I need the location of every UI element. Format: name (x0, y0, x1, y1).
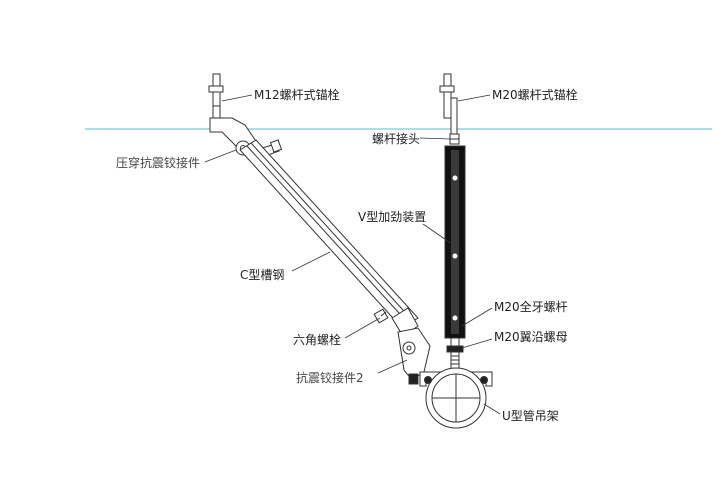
label-m20-flange-nut: M20翼沿螺母 (494, 330, 568, 344)
u-pipe-hanger (419, 367, 493, 429)
hinge-2-leader (377, 359, 408, 374)
label-m12-anchor: M12螺杆式锚栓 (254, 87, 340, 102)
label-hinge-2: 抗震铰接件2 (296, 370, 364, 385)
hex-bolt (373, 308, 389, 324)
m20-threaded-rod (446, 337, 464, 371)
m12-leader (221, 94, 253, 102)
m20-anchor-bolt (439, 73, 458, 135)
v-stiffener (444, 145, 466, 339)
label-hinge-1: 压穿抗震铰接件 (116, 155, 200, 170)
m20-anchor-leader (457, 94, 491, 102)
hex-bolt-leader (344, 317, 381, 339)
label-m20-anchor: M20螺杆式锚栓 (492, 87, 578, 102)
m20-nut-leader (461, 338, 493, 349)
u-hanger-leader (483, 403, 501, 415)
label-u-hanger: U型管吊架 (502, 408, 559, 423)
label-v-stiffener: V型加劲装置 (358, 210, 426, 224)
label-rod-connector: 螺杆接头 (372, 131, 420, 146)
c-channel-leader (291, 251, 331, 272)
label-hex-bolt: 六角螺栓 (293, 332, 341, 347)
c-channel-brace (239, 139, 419, 337)
m20-rod-leader (461, 307, 493, 327)
v-stiffener-leader (422, 223, 453, 245)
hinge-1-leader (204, 149, 237, 163)
label-c-channel: C型槽钢 (240, 268, 284, 282)
m12-anchor-bolt (208, 73, 224, 119)
label-m20-threaded-rod: M20全牙螺杆 (494, 299, 568, 314)
hinge-bracket-2 (397, 327, 431, 385)
rod-connector-leader (419, 137, 451, 140)
rod-connector (449, 133, 460, 145)
